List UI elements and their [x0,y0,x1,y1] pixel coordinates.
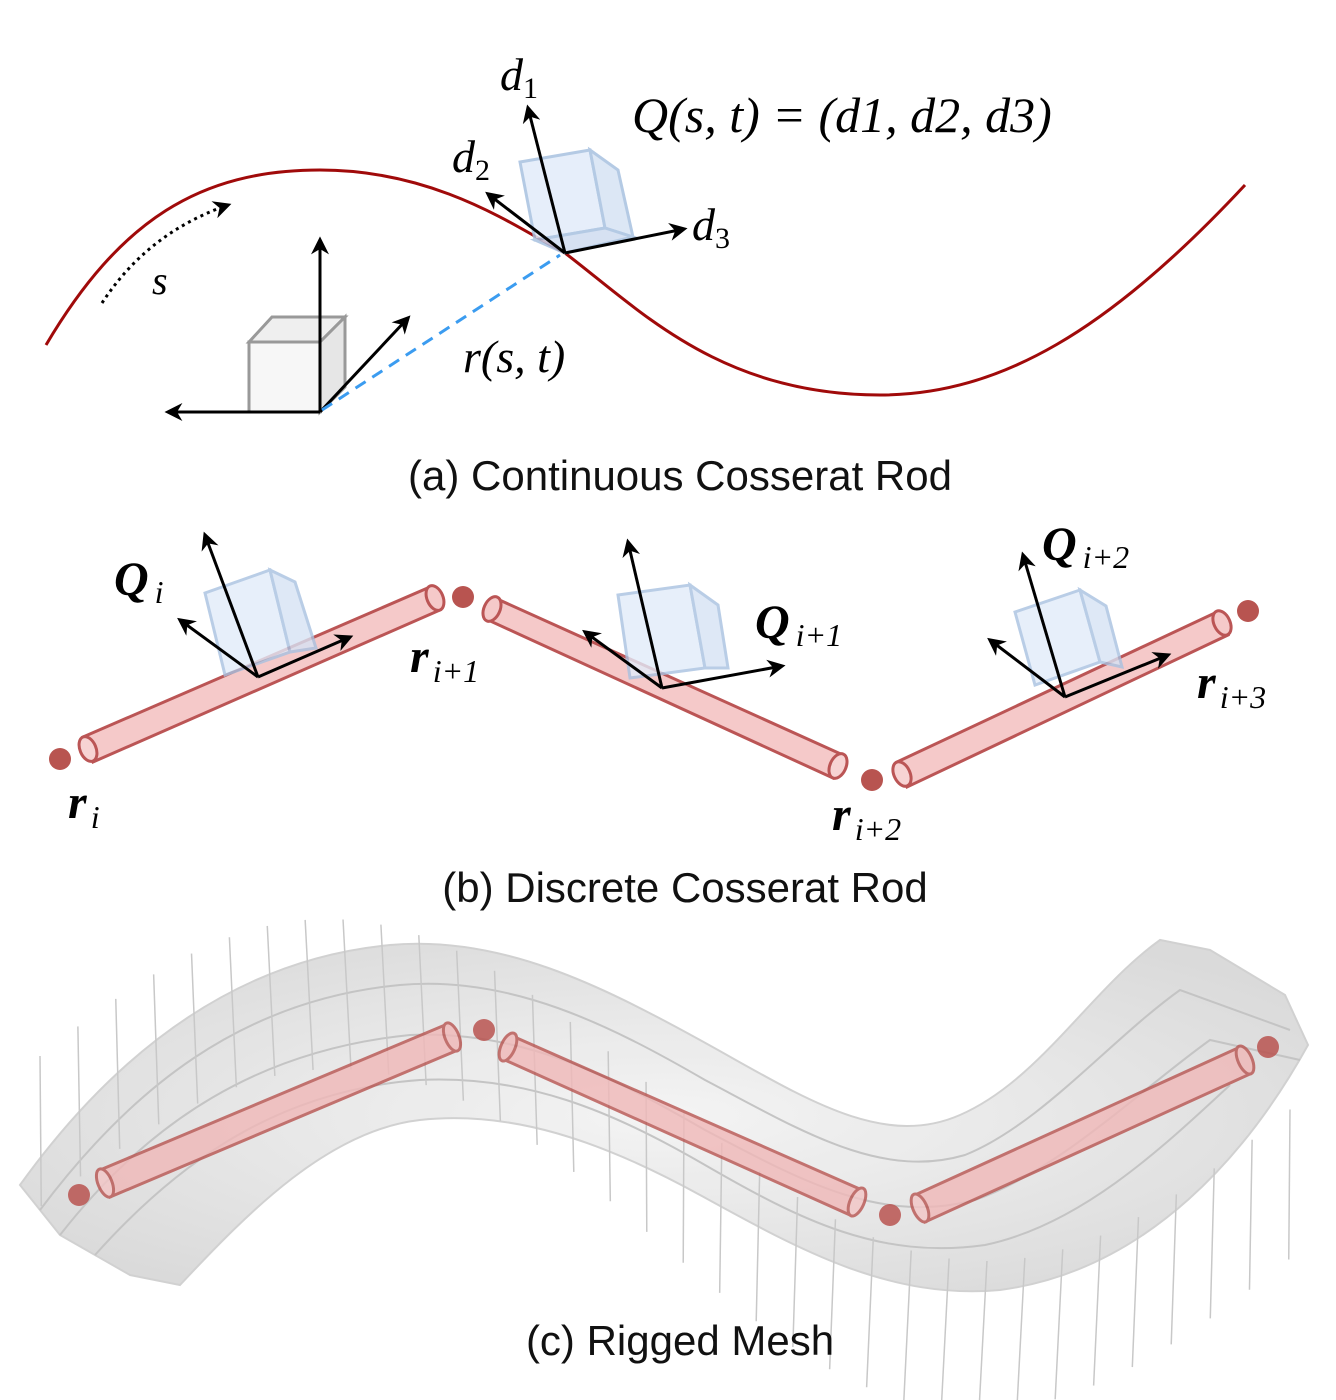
frame-1-axis-up [201,531,260,678]
reference-cube [245,313,349,416]
mesh-cross-line [115,998,121,1149]
rigged-node-3 [879,1204,901,1226]
mesh-cross-line [718,1142,723,1293]
caption-b: (b) Discrete Cosserat Rod [442,864,927,911]
rigged-rod-2 [497,1031,868,1218]
d2-axis [485,191,566,255]
d1-label: d1 [500,49,538,105]
mesh-cross-line [77,1026,82,1177]
position-label: r(s, t) [463,331,565,382]
frame-cube [518,146,639,255]
position-vector [321,253,561,412]
frame-1-axis-right [257,634,354,679]
mesh-cross-line [455,950,465,1101]
mesh-line [39,982,1291,1211]
mesh-cross-line [1209,1168,1215,1319]
mesh-cross-line [1054,1249,1064,1400]
frame-1-axis-left [177,617,259,679]
frame-2-axis-up [622,538,664,689]
mesh-cross-line [266,925,276,1076]
rigged-node-2 [473,1019,495,1041]
frame-3-axis-right [1064,652,1172,699]
mesh-cross-line [152,974,160,1125]
mesh-cross-line [39,1056,43,1207]
node-r-i+2 [861,769,883,791]
mesh-cross-line [1016,1257,1026,1400]
rigged-rod-1 [94,1021,463,1199]
panel-c: (c) Rigged Mesh [18,919,1310,1400]
caption-c: (c) Rigged Mesh [526,1317,834,1364]
d1-axis [522,104,567,254]
mesh-cross-line [569,1021,575,1172]
rigged-node-4 [1257,1036,1279,1058]
mesh-cross-line [304,919,314,1070]
arc-length-arrow [100,201,232,304]
frame-3-axis-up [1018,551,1067,698]
mesh-cross-line [228,937,238,1088]
mesh-cross-line [1248,1139,1253,1290]
rigged-node-1 [68,1184,90,1206]
rod-centerline-curve [44,168,1247,397]
mesh-cross-line [1287,1109,1291,1260]
mesh-cross-line [903,1250,912,1400]
d3-label: d3 [692,199,730,255]
mesh-cross-line [493,970,502,1121]
d2-label: d2 [452,131,490,187]
arc-length-label: s [152,258,168,303]
mesh-cross-line [865,1237,875,1388]
mesh-cross-line [978,1260,988,1400]
mesh-cross-line [1131,1217,1140,1368]
frame-2-axis-left [582,629,663,690]
d3-axis [564,223,688,255]
ref-axis-diag [318,315,411,414]
node-r-i+3 [1237,600,1259,622]
caption-a: (a) Continuous Cosserat Rod [408,452,952,499]
rigged-rod-3 [909,1044,1256,1225]
mesh-cross-line [792,1196,799,1348]
mesh-cross-line [1092,1235,1102,1386]
frame-cube-3 [1013,586,1125,687]
mesh-cross-line [607,1051,612,1202]
mesh-cross-line [1170,1194,1178,1345]
mesh-cross-line [755,1171,761,1322]
mesh-cross-line [342,919,352,1070]
frame-3-axis-left [987,637,1066,699]
frame-cube-2 [616,581,730,680]
mesh-cross-line [940,1258,950,1400]
frame-2-axis-right [661,659,786,690]
mesh-cross-line [190,953,199,1104]
mesh-cross-line [828,1219,837,1370]
node-r-i+1 [452,586,474,608]
frame-equation: Q(s, t) = (d1, d2, d3) [632,87,1052,143]
node-r-i [49,748,71,770]
panel-a: s r(s, t) d1 d2 d3 Q(s, t) = (d1, d2, d3… [44,49,1247,499]
